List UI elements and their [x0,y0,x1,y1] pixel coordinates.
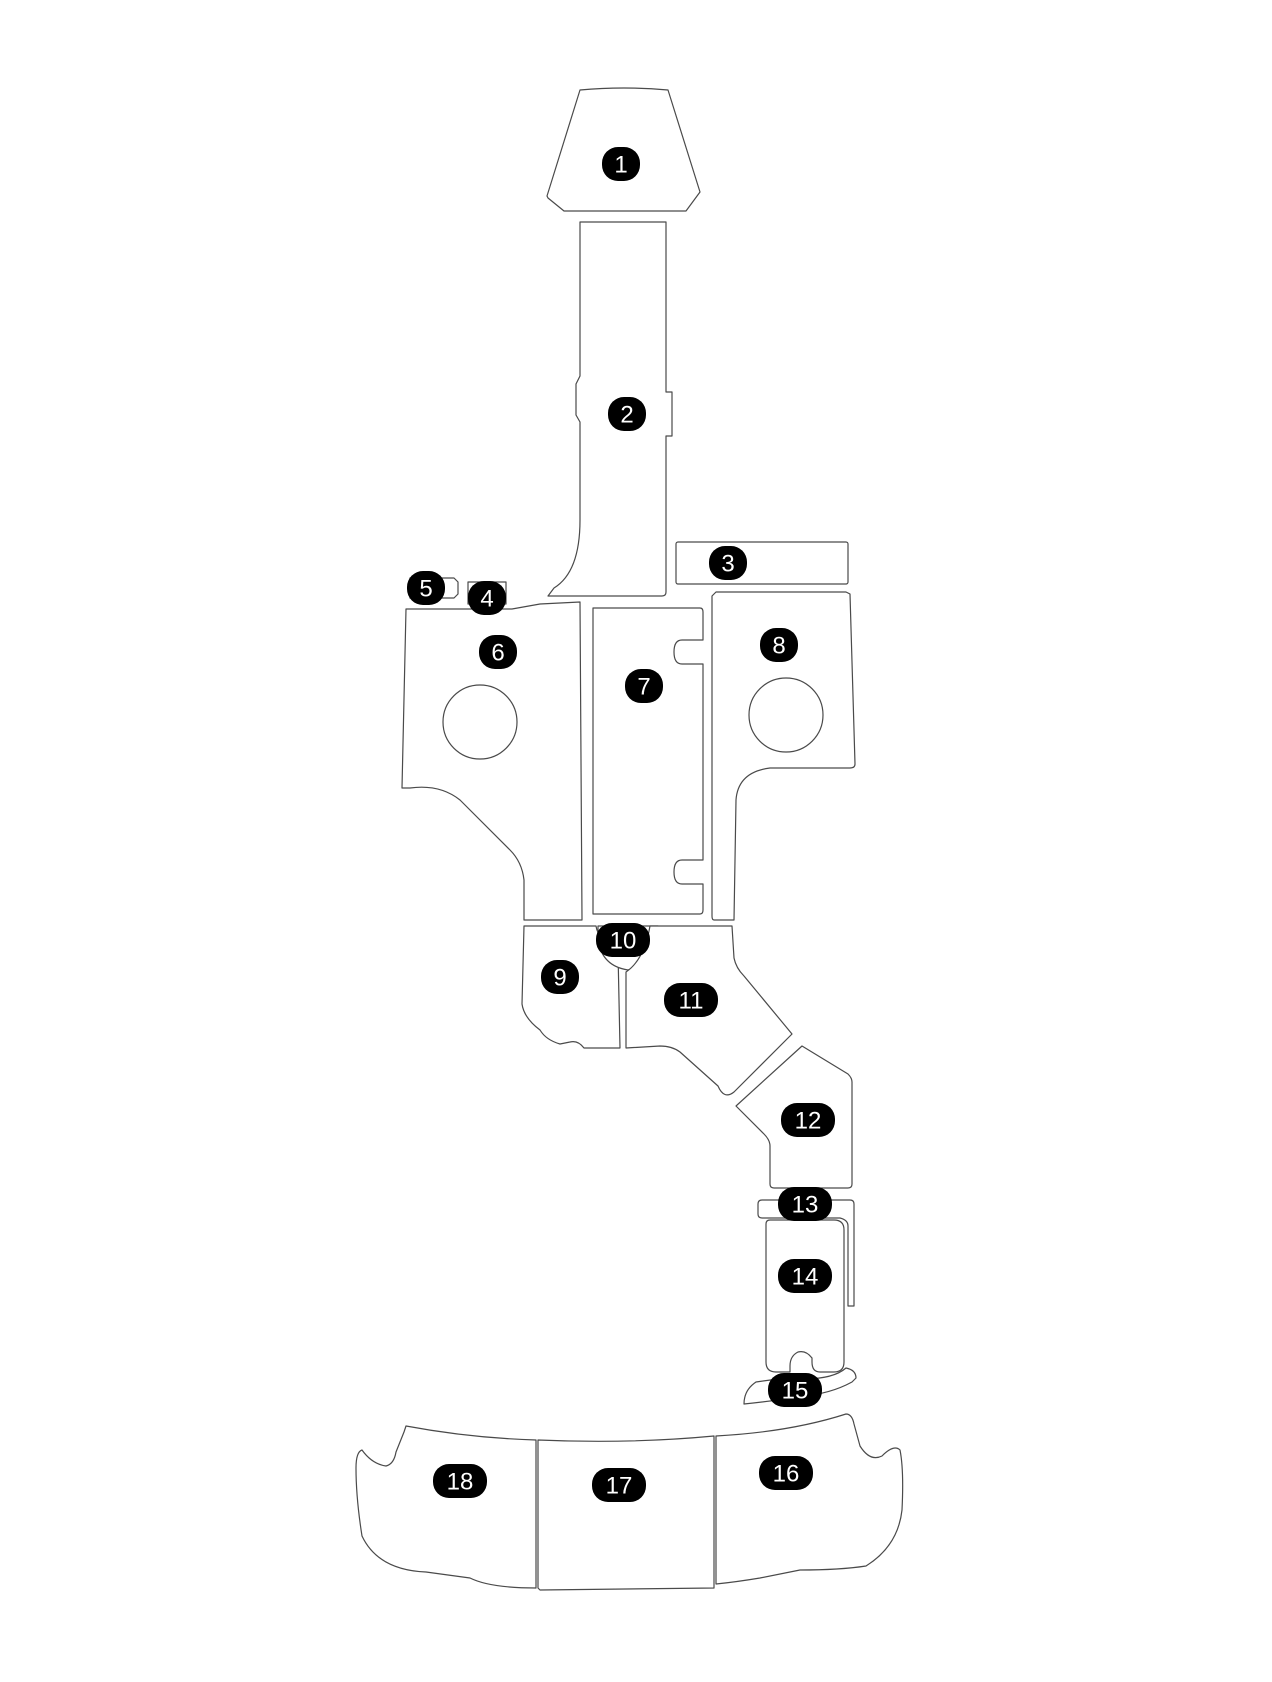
piece-2-badge-bg [608,397,646,431]
piece-7-badge-bg [625,669,663,703]
piece-17-badge-bg [592,1468,646,1502]
piece-12-label: 12 [795,1108,822,1135]
piece-17-outline [537,1435,715,1591]
piece-6-badge-bg [479,635,517,669]
piece-6-circle-cutout [442,684,518,760]
piece-10-badge: 10 [596,923,650,957]
piece-4-label: 4 [480,586,493,613]
piece-9-badge-bg [541,960,579,994]
piece-16-badge: 16 [759,1456,813,1490]
piece-13-outline [757,1199,855,1307]
piece-11-badge: 11 [664,983,718,1017]
piece-18-label: 18 [447,1469,474,1496]
piece-17-badge: 17 [592,1468,646,1502]
piece-5-badge-bg [407,571,445,605]
piece-18-badge: 18 [433,1464,487,1498]
piece-8-label: 8 [772,633,785,660]
piece-16-label: 16 [773,1461,800,1488]
piece-3-label: 3 [721,551,734,578]
piece-15-badge: 15 [768,1373,822,1407]
piece-1-badge: 1 [602,147,640,181]
piece-17-label: 17 [606,1473,633,1500]
piece-8-circle-cutout [748,677,824,753]
piece-18-badge-bg [433,1464,487,1498]
piece-18-outline [355,1425,537,1589]
piece-outlines [355,87,904,1591]
piece-6-label: 6 [491,640,504,667]
piece-5-badge: 5 [407,571,445,605]
piece-3-outline [675,541,849,585]
piece-9-label: 9 [553,965,566,992]
piece-2-label: 2 [620,402,633,429]
piece-1-badge-bg [602,147,640,181]
piece-11-badge-bg [664,983,718,1017]
piece-2-badge: 2 [608,397,646,431]
piece-12-badge: 12 [781,1103,835,1137]
piece-6-badge: 6 [479,635,517,669]
piece-11-label: 11 [679,988,704,1015]
piece-14-badge: 14 [778,1259,832,1293]
piece-9-badge: 9 [541,960,579,994]
piece-10-label: 10 [610,928,637,955]
piece-10-badge-bg [596,923,650,957]
piece-13-badge-bg [778,1187,832,1221]
piece-4-badge-bg [468,581,506,615]
piece-15-label: 15 [782,1378,809,1405]
piece-7-outline [592,607,704,915]
piece-16-outline [715,1413,904,1585]
piece-3-badge: 3 [709,546,747,580]
piece-14-outline [765,1219,845,1373]
piece-7-badge: 7 [625,669,663,703]
piece-4-badge: 4 [468,581,506,615]
piece-14-badge-bg [778,1259,832,1293]
piece-8-outline [711,591,856,921]
piece-3-badge-bg [709,546,747,580]
piece-15-badge-bg [768,1373,822,1407]
piece-5-label: 5 [419,576,432,603]
piece-14-label: 14 [792,1264,819,1291]
piece-16-badge-bg [759,1456,813,1490]
piece-12-badge-bg [781,1103,835,1137]
piece-8-badge: 8 [760,628,798,662]
piece-8-badge-bg [760,628,798,662]
piece-6-outline [401,601,583,921]
piece-1-label: 1 [614,152,627,179]
piece-7-label: 7 [637,674,650,701]
piece-13-badge: 13 [778,1187,832,1221]
piece-13-label: 13 [792,1192,819,1219]
